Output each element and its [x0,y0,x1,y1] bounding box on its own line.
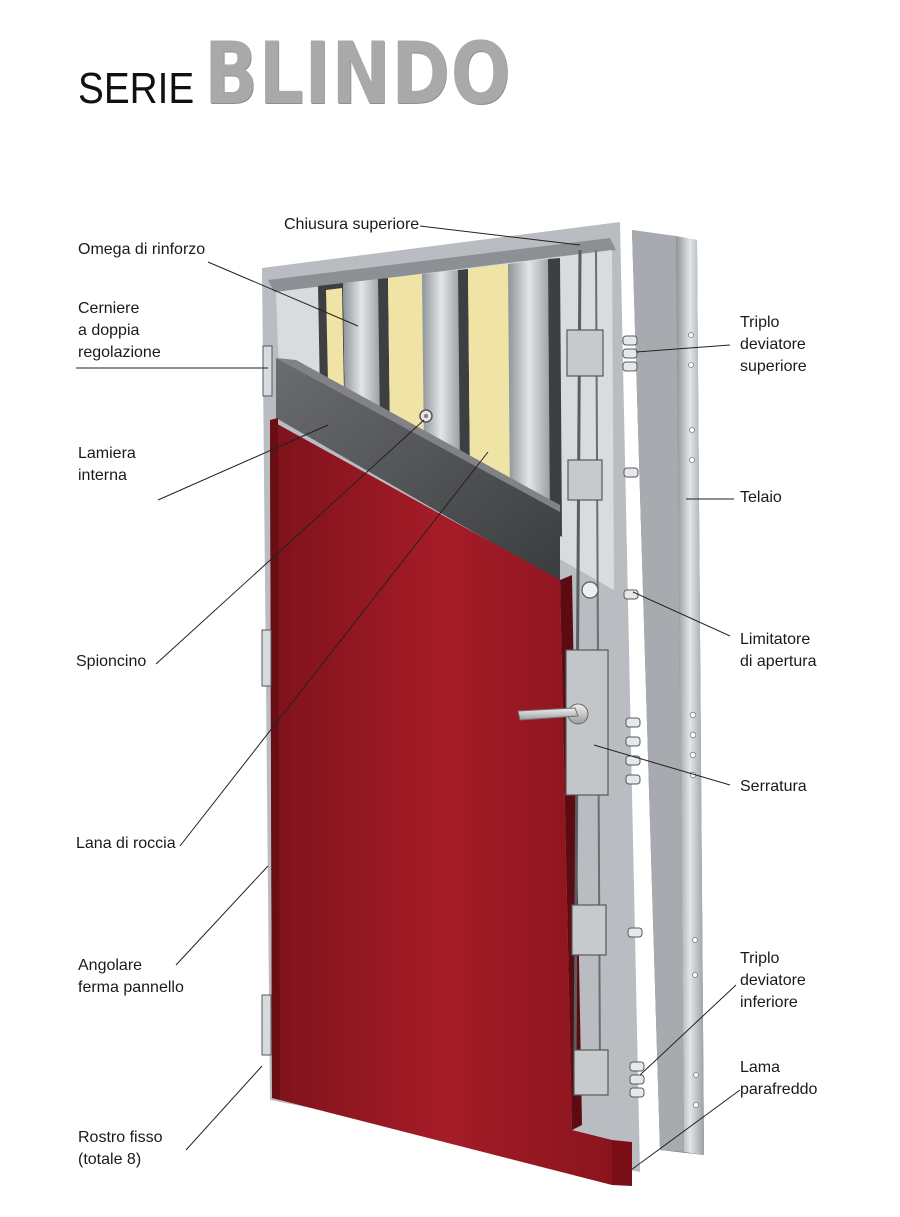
label-telaio: Telaio [740,489,782,506]
label-limitatore: Limitatore di apertura [740,631,817,670]
leader-lines [76,225,741,1171]
label-cerniere: Cerniere a doppia regolazione [78,300,161,361]
label-serratura: Serratura [740,778,807,795]
title-prefix: SERIE [78,64,195,113]
label-triplo-deviatore-superiore: Triplo deviatore superiore [740,314,807,375]
inner-sheet [276,358,560,582]
door-handle [517,703,589,725]
label-lana-di-roccia: Lana di roccia [76,835,176,852]
label-angolare: Angolare ferma pannello [78,957,184,996]
label-chiusura-superiore: Chiusura superiore [284,216,420,233]
label-omega-di-rinforzo: Omega di rinforzo [78,241,206,258]
locking-mechanism [565,249,645,1098]
label-triplo-deviatore-inferiore: Triplo deviatore inferiore [740,950,806,1011]
label-lama-parafreddo: Lama parafreddo [740,1059,818,1098]
label-spioncino: Spioncino [76,653,147,670]
label-rostro-fisso: Rostro fisso (totale 8) [78,1129,163,1168]
label-lamiera-interna: Lamiera interna [78,445,136,484]
frame-telaio [632,230,704,1155]
title-name: BLINDO [204,24,512,124]
bottom-seal [612,1140,632,1186]
page-title: SERIE BLINDO [78,24,579,124]
hinges [261,345,273,1056]
omega-reinforcements [318,258,562,537]
